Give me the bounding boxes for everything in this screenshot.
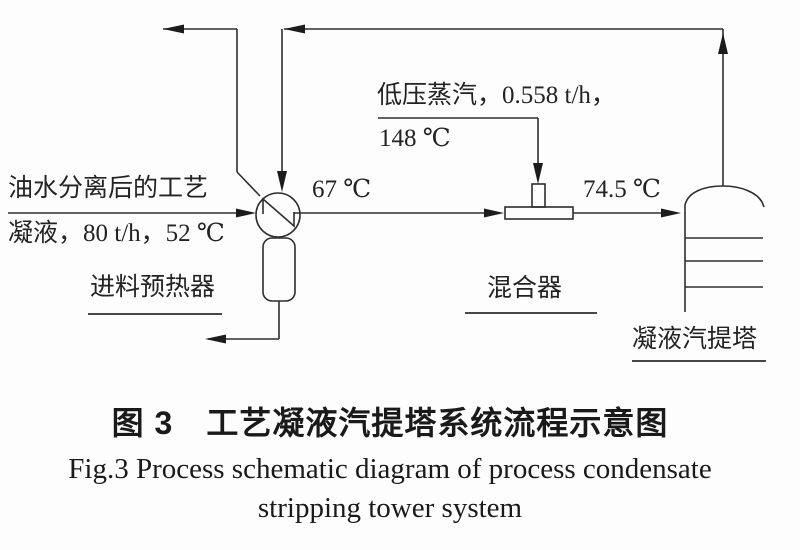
right-arrow-icon bbox=[236, 208, 256, 218]
caption-chinese: 图 3 工艺凝液汽提塔系统流程示意图 bbox=[111, 405, 669, 441]
temp-after-preheater: 67 ℃ bbox=[312, 176, 372, 203]
temp-after-mixer: 74.5 ℃ bbox=[583, 176, 661, 203]
down-arrow-icon bbox=[533, 163, 543, 184]
tower-overhead-line bbox=[277, 24, 728, 192]
preheater-circle bbox=[255, 192, 301, 238]
mixer-symbol bbox=[504, 183, 574, 220]
feed-label-line1: 油水分离后的工艺 bbox=[8, 175, 209, 202]
stripping-tower-symbol bbox=[684, 185, 765, 312]
feed-label-line2: 凝液，80 t/h，52 ℃ bbox=[8, 220, 225, 247]
left-arrow-icon bbox=[284, 24, 305, 34]
label-underlines bbox=[88, 312, 766, 362]
left-arrow-icon bbox=[205, 334, 226, 344]
preheater-coil bbox=[262, 197, 295, 228]
figure-caption: 图 3 工艺凝液汽提塔系统流程示意图 Fig.3 Process schemat… bbox=[0, 398, 780, 525]
left-arrow-icon bbox=[163, 24, 184, 34]
preheater-outlet-line bbox=[294, 208, 504, 218]
mixer-stem bbox=[531, 183, 546, 208]
caption-english-line1: Fig.3 Process schematic diagram of proce… bbox=[68, 453, 712, 485]
mixer-outlet-line bbox=[573, 208, 681, 218]
up-arrow-icon bbox=[718, 33, 728, 54]
right-arrow-icon bbox=[661, 208, 681, 218]
mixer-label: 混合器 bbox=[487, 275, 563, 302]
steam-line bbox=[378, 117, 543, 184]
caption-english-line2: stripping tower system bbox=[257, 492, 523, 524]
tower-label: 凝液汽提塔 bbox=[632, 326, 758, 353]
preheater-body bbox=[262, 237, 296, 302]
preheater-symbol bbox=[255, 192, 301, 302]
steam-label-line2: 148 ℃ bbox=[379, 125, 451, 152]
feed-line bbox=[8, 208, 256, 218]
right-arrow-icon bbox=[484, 208, 504, 218]
steam-label-line1: 低压蒸汽，0.558 t/h， bbox=[377, 82, 616, 109]
tower-dome bbox=[684, 185, 765, 208]
down-arrow-icon bbox=[277, 171, 287, 192]
mixer-body bbox=[504, 206, 574, 220]
preheater-vapor-outlet-line bbox=[163, 24, 261, 197]
preheater-bottoms-line bbox=[205, 301, 280, 344]
preheater-label: 进料预热器 bbox=[90, 274, 216, 301]
